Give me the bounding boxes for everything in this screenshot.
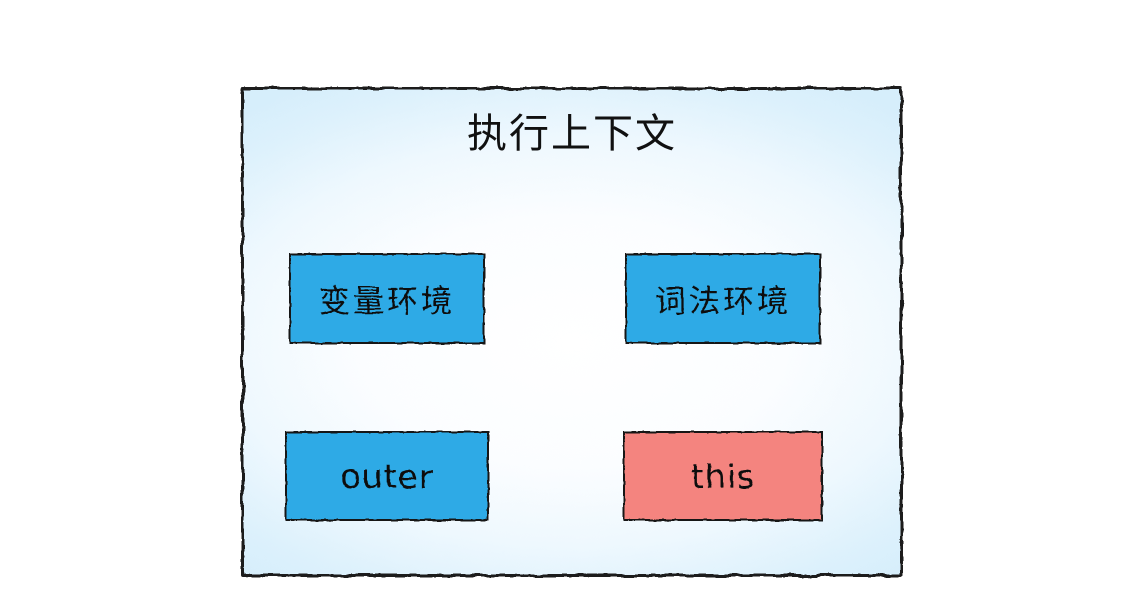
node-outer[interactable]: outer	[285, 431, 489, 521]
node-this[interactable]: this	[623, 431, 823, 521]
node-variable-environment-label: 变量环境	[319, 284, 455, 320]
node-outer-label: outer	[340, 456, 434, 496]
diagram-title: 执行上下文	[467, 111, 677, 157]
node-this-label: this	[690, 456, 756, 496]
node-lexical-environment[interactable]: 词法环境	[625, 253, 821, 344]
node-lexical-environment-label: 词法环境	[655, 284, 791, 320]
node-variable-environment[interactable]: 变量环境	[289, 253, 485, 344]
